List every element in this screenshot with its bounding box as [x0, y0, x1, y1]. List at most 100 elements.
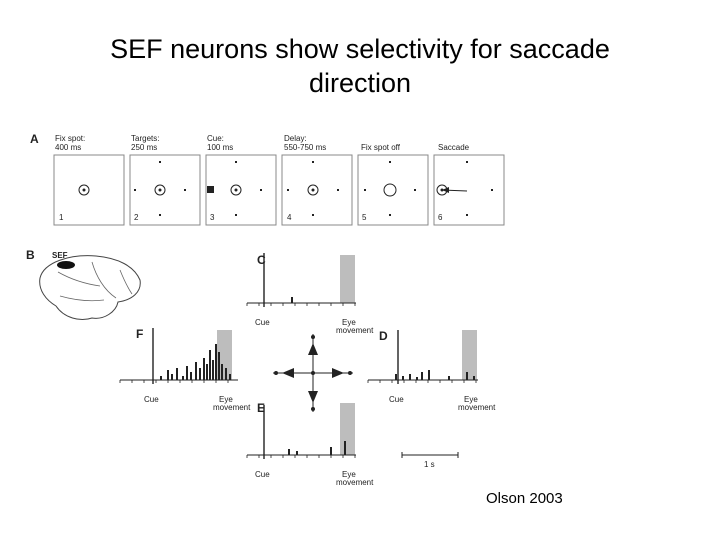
epoch-number: 2: [134, 213, 139, 222]
spike-histogram-bar: [225, 368, 227, 380]
epoch-number: 6: [438, 213, 443, 222]
target-right: [491, 189, 493, 191]
epoch-number: 3: [210, 213, 215, 222]
slide-title-line-1: SEF neurons show selectivity for saccade: [110, 34, 610, 64]
eye-movement-epoch-shade: [340, 255, 355, 303]
fixation-spot: [82, 188, 86, 192]
panel-letter-e: E: [257, 401, 265, 415]
target-right: [337, 189, 339, 191]
spike-histogram-bar: [330, 447, 332, 455]
spike-histogram-bar: [176, 368, 178, 380]
target-down: [466, 214, 468, 216]
target-up: [389, 161, 391, 163]
spike-histogram-bar: [203, 358, 205, 380]
spike-histogram-bar: [212, 360, 214, 380]
spike-histogram-bar: [409, 374, 411, 380]
epoch-label: Cue:: [207, 134, 224, 143]
fixation-spot: [158, 188, 162, 192]
spike-histogram-bar: [160, 376, 162, 380]
panel-letter-c: C: [257, 253, 266, 267]
arrow-down-icon: [308, 391, 318, 403]
monkey-brain-illustration: SEF: [39, 251, 141, 320]
spike-histogram-bar: [218, 352, 220, 380]
spike-histogram-bar: [416, 377, 418, 380]
epoch-label: Saccade: [438, 143, 470, 152]
spike-histogram-bar: [428, 370, 430, 380]
scale-bar-label: 1 s: [424, 460, 435, 469]
epoch-4: Delay: 550-750 ms 4: [281, 134, 353, 226]
spike-histogram-bar: [199, 368, 201, 380]
fixation-ring: [154, 184, 166, 196]
eye-movement-epoch-shade: [462, 330, 477, 380]
spike-histogram-bar: [288, 449, 290, 455]
sef-label: SEF: [52, 251, 68, 260]
target-down: [312, 214, 314, 216]
arrow-up-icon: [308, 343, 318, 355]
direction-target-down: [311, 407, 315, 411]
epoch-label: Delay:: [284, 134, 307, 143]
spike-histogram-bar: [167, 370, 169, 380]
epoch-1: Fix spot: 400 ms 1: [53, 134, 125, 226]
target-right: [260, 189, 262, 191]
eye-label: Eye: [342, 470, 356, 479]
spike-histogram-bar: [344, 441, 346, 455]
direction-target-left: [274, 371, 278, 375]
cue-label: Cue: [255, 318, 270, 327]
target-left: [364, 189, 366, 191]
slide-title-line-2: direction: [308, 68, 412, 98]
panel-letter-b: B: [26, 248, 35, 262]
spike-histogram-bar: [296, 451, 298, 455]
epoch-number: 5: [362, 213, 367, 222]
spike-histogram-bar: [473, 376, 475, 380]
epoch-duration: 550-750 ms: [284, 143, 326, 152]
epoch-screen: [129, 154, 201, 226]
eye-movement-epoch-shade: [217, 330, 232, 380]
epoch-screen: [357, 154, 429, 226]
spike-histogram-bar: [171, 374, 173, 380]
spike-histogram-bar: [448, 376, 450, 380]
epoch-screen: [205, 154, 277, 226]
epoch-3: Cue: 100 ms 3: [205, 134, 277, 226]
epoch-6: Saccade 6: [433, 143, 505, 226]
target-right: [414, 189, 416, 191]
cue-label: Cue: [389, 395, 404, 404]
arrow-right-icon: [332, 368, 344, 378]
sef-marker: [57, 261, 75, 269]
direction-target-right: [348, 371, 352, 375]
direction-center: [311, 371, 315, 375]
target-up: [312, 161, 314, 163]
epoch-screen: [281, 154, 353, 226]
movement-label: movement: [458, 403, 496, 412]
cue-square: [207, 186, 214, 193]
fixation-spot: [234, 188, 238, 192]
spike-histogram-bar: [229, 374, 231, 380]
eye-label: Eye: [342, 318, 356, 327]
spike-histogram-bar: [291, 297, 293, 303]
fixation-ring: [383, 183, 397, 197]
spike-histogram-bar: [206, 364, 208, 380]
eye-label: Eye: [219, 395, 233, 404]
fixation-spot: [311, 188, 315, 192]
arrow-left-icon: [282, 368, 294, 378]
movement-label: movement: [336, 478, 374, 487]
cue-label: Cue: [255, 470, 270, 479]
epoch-duration: 250 ms: [131, 143, 157, 152]
movement-label: movement: [336, 326, 374, 335]
epoch-number: 4: [287, 213, 292, 222]
epoch-label: Fix spot off: [361, 143, 401, 152]
target-up: [235, 161, 237, 163]
epoch-label: Targets:: [131, 134, 159, 143]
brain-outline: [39, 255, 141, 320]
spike-histogram-bar: [190, 372, 192, 380]
target-left: [134, 189, 136, 191]
brain-sulcus-4: [119, 269, 133, 295]
epoch-2: Targets: 250 ms 2: [129, 134, 201, 226]
cue-label: Cue: [144, 395, 159, 404]
spike-histogram-bar: [466, 372, 468, 380]
brain-sulcus-1: [57, 271, 101, 287]
brain-sulcus-3: [59, 295, 105, 302]
epoch-screen: [53, 154, 125, 226]
